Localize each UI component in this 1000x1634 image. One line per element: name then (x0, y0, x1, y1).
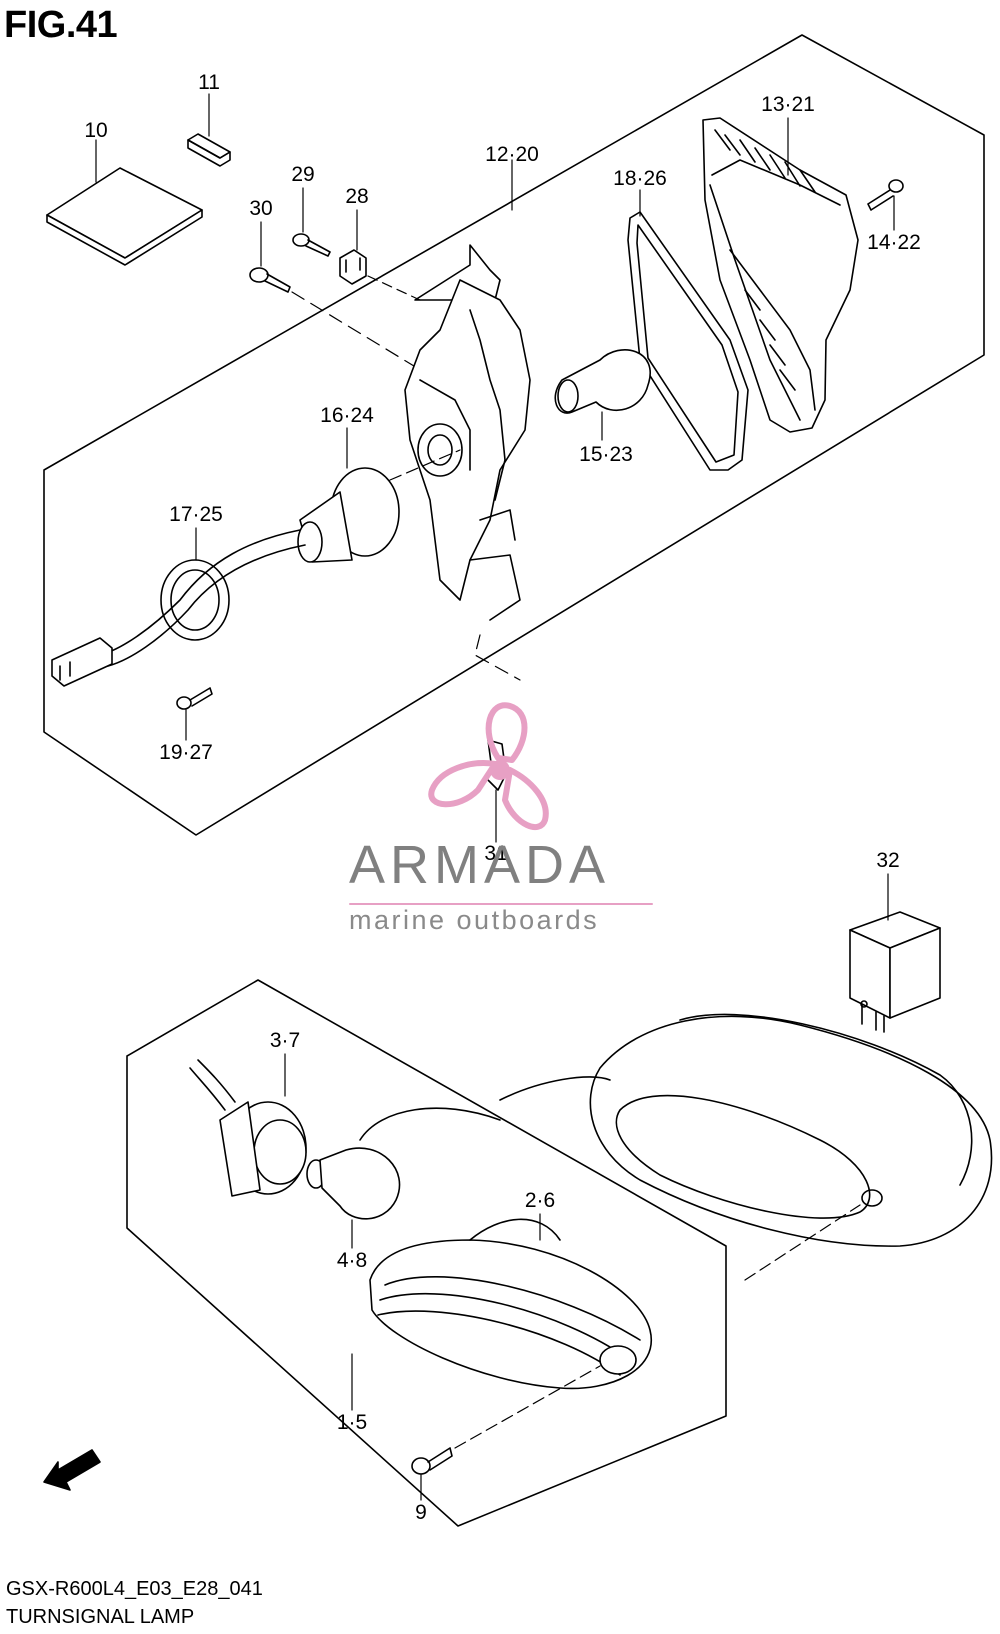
callout-14-22: 14·22 (867, 231, 921, 254)
part-3-7-socket (189, 1053, 307, 1197)
mirror-housing (359, 1013, 993, 1281)
part-16-24-socket (297, 427, 461, 563)
model-code: GSX-R600L4_E03_E28_041 (6, 1578, 263, 1600)
part-18-26-gasket (627, 189, 749, 471)
part-15-23-bulb (554, 349, 651, 441)
watermark-tagline: marine outboards (349, 905, 600, 935)
callout-11: 11 (198, 71, 220, 94)
part-2-6-lens (369, 1213, 653, 1390)
callout-3-7: 3·7 (269, 1029, 301, 1052)
part-17-25-grommet (51, 527, 306, 687)
part-30-screw (249, 221, 471, 401)
callout-29: 29 (291, 163, 315, 186)
part-29-screw (292, 187, 331, 257)
callout-13-21: 13·21 (761, 93, 815, 116)
callout-18-26: 18·26 (613, 167, 667, 190)
part-4-8-bulb (306, 1147, 401, 1249)
part-19-27-screw (176, 687, 213, 741)
fwd-arrow-icon (43, 1449, 101, 1491)
callout-2-6: 2·6 (524, 1189, 556, 1212)
callout-31: 31 (484, 842, 508, 865)
part-13-21-lens (702, 117, 859, 433)
part-32-relay (849, 873, 941, 1033)
part-9-screw (411, 1365, 601, 1501)
callout-17-25: 17·25 (169, 503, 223, 526)
callout-10: 10 (84, 119, 108, 142)
watermark-brand: ARMADA (349, 835, 611, 895)
callout-1-5: 1·5 (336, 1411, 368, 1434)
armada-logo-icon (428, 702, 549, 831)
figure-title: FIG.41 (4, 4, 118, 46)
figure-name: TURNSIGNAL LAMP (6, 1606, 195, 1628)
callout-19-27: 19·27 (159, 741, 213, 764)
part-12-20-housing (404, 159, 531, 681)
callout-4-8: 4·8 (336, 1249, 368, 1272)
part-10-pad (46, 139, 203, 266)
callout-16-24: 16·24 (320, 404, 374, 427)
callout-30: 30 (249, 197, 273, 220)
upper-assembly-frame (43, 34, 985, 836)
part-28-clip (339, 209, 421, 301)
part-11-strip (187, 93, 231, 167)
callout-12-20: 12·20 (485, 143, 539, 166)
callout-9: 9 (415, 1501, 427, 1524)
callout-15-23: 15·23 (579, 443, 633, 466)
callout-28: 28 (345, 185, 369, 208)
part-14-22-screw (867, 179, 904, 231)
lower-assembly-frame (126, 979, 727, 1527)
callout-32: 32 (876, 849, 900, 872)
